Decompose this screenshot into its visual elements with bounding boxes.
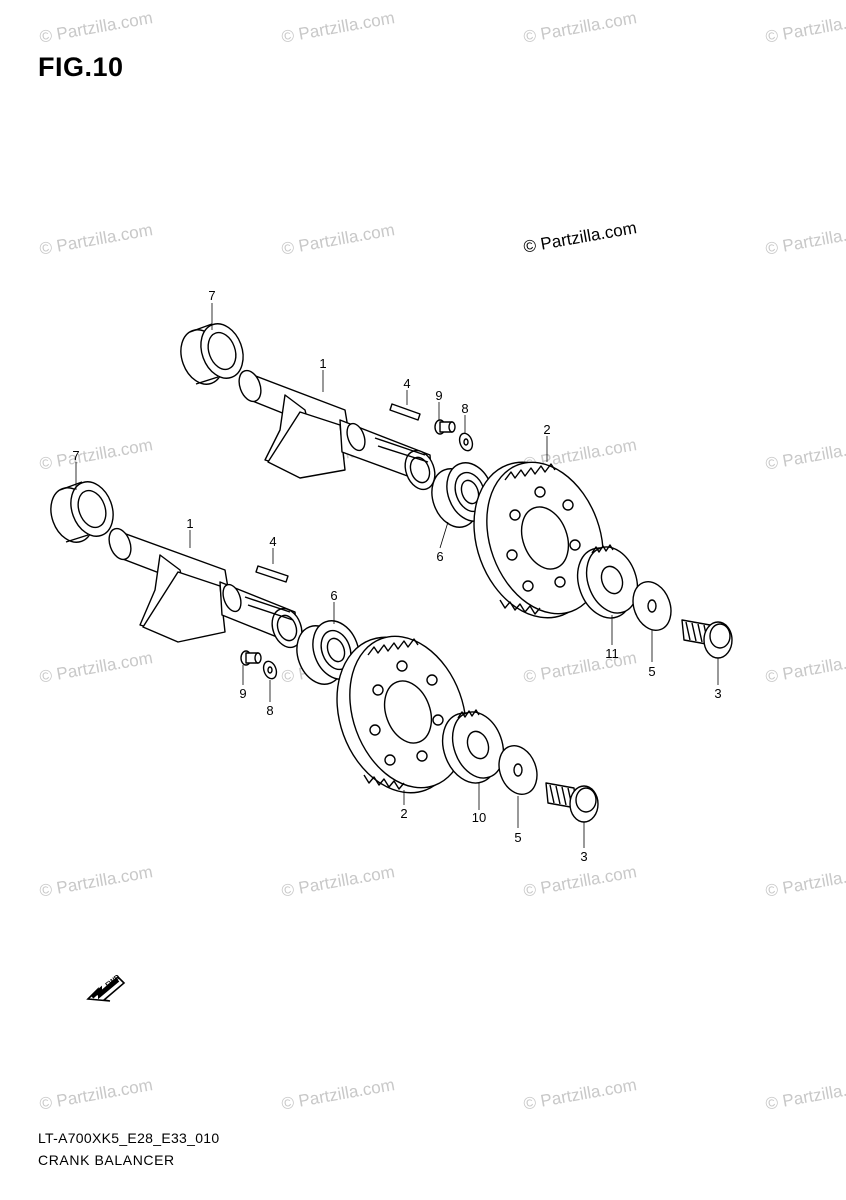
leader-lines [75, 303, 719, 848]
upper-gear-2 [473, 461, 604, 619]
callout-upper-3: 3 [714, 686, 722, 701]
lower-assembly [50, 481, 599, 823]
callout-lower-1: 1 [186, 516, 194, 531]
fwd-arrow-icon [86, 975, 126, 1002]
lower-balancer-shaft-1 [108, 527, 303, 649]
upper-assembly [180, 323, 733, 659]
callout-upper-9: 9 [435, 388, 443, 403]
lower-washer-5 [498, 745, 538, 795]
lower-bolt-3 [545, 782, 599, 823]
callout-upper-1: 1 [319, 356, 327, 371]
callout-lower-7: 7 [72, 448, 80, 463]
lower-washer-8 [262, 660, 278, 680]
callout-lower-2: 2 [400, 806, 408, 821]
figure-title: FIG.10 [38, 52, 124, 82]
callout-upper-7: 7 [208, 288, 216, 303]
callout-upper-11: 11 [605, 646, 619, 661]
upper-bolt-9 [434, 419, 456, 435]
upper-washer-8 [458, 432, 474, 452]
lower-key-4 [255, 565, 289, 583]
callout-lower-3: 3 [580, 849, 588, 864]
callout-lower-6: 6 [330, 588, 338, 603]
callout-upper-8: 8 [461, 401, 469, 416]
lower-bearing-7 [50, 481, 114, 543]
callout-lower-10: 10 [471, 810, 487, 825]
lower-gear-2 [336, 635, 467, 794]
callout-lower-8: 8 [266, 703, 274, 718]
callout-upper-4: 4 [403, 376, 411, 391]
upper-gear-11 [576, 544, 639, 619]
upper-balancer-shaft-1 [238, 369, 436, 491]
callout-lower-9: 9 [239, 686, 247, 701]
lower-gear-10 [441, 709, 505, 784]
upper-key-4 [389, 403, 421, 421]
callout-upper-5: 5 [648, 664, 656, 679]
diagram-title: CRANK BALANCER [38, 1152, 175, 1168]
callout-upper-2: 2 [543, 422, 551, 437]
callout-upper-6: 6 [436, 549, 444, 564]
callout-lower-5: 5 [514, 830, 522, 845]
upper-washer-5 [632, 581, 672, 631]
lower-bolt-9 [240, 650, 262, 666]
upper-bearing-7 [180, 323, 244, 385]
upper-bolt-3 [681, 619, 733, 659]
callout-lower-4: 4 [269, 534, 277, 549]
diagram-code: LT-A700XK5_E28_E33_010 [38, 1130, 220, 1146]
